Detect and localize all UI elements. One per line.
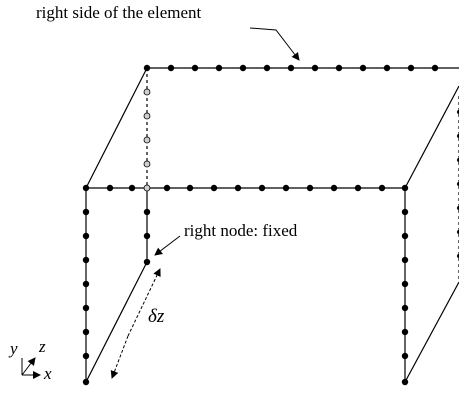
- z-axis-arrow: [21, 357, 36, 376]
- top-label-arrow: [249, 27, 300, 61]
- nodes-hidden-left: [143, 88, 151, 192]
- dz-arrow-down: [110, 335, 129, 379]
- fixed-right-node: [143, 258, 151, 266]
- node-label: right node: fixed: [184, 221, 298, 240]
- depth-edge-top-right: [404, 85, 459, 189]
- nodes-front-left: [82, 208, 90, 386]
- top-label: right side of the element: [36, 3, 202, 22]
- axis-label-y: y: [8, 339, 18, 358]
- element-frame: [85, 67, 459, 383]
- node-label-arrow: [154, 235, 181, 256]
- coordinate-axes: [21, 357, 41, 379]
- axis-label-x: x: [43, 364, 52, 383]
- nodes-back-left-visible: [143, 208, 151, 266]
- depth-edge-bottom-right: [404, 281, 459, 383]
- dz-arrow-up: [127, 268, 161, 337]
- depth-edge-top-left: [85, 67, 148, 189]
- nodes-back-top: [143, 64, 439, 72]
- dz-label: δz: [148, 306, 165, 327]
- nodes-front-right: [401, 208, 409, 386]
- annotation-arrows: [110, 27, 300, 379]
- depth-edge-bottom-left: [85, 261, 148, 383]
- axis-label-z: z: [38, 337, 46, 356]
- nodes-front-top: [82, 184, 409, 192]
